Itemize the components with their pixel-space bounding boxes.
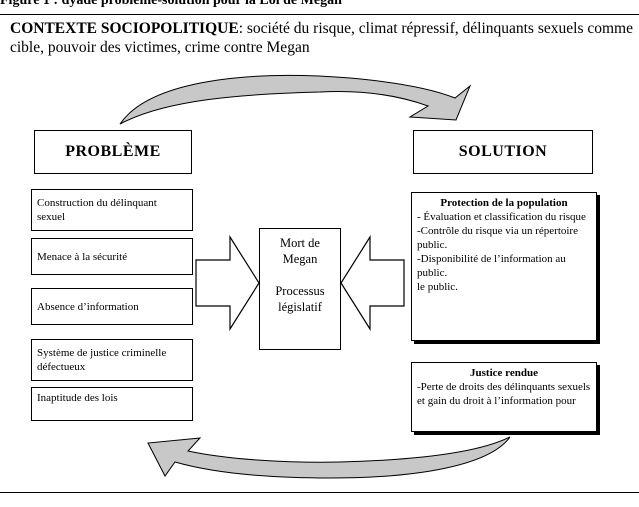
top-rule bbox=[0, 14, 639, 15]
center-line-3: Processus bbox=[275, 284, 325, 298]
protection-line-1: - Évaluation et classification du risque bbox=[417, 211, 586, 223]
context-label: CONTEXTE SOCIOPOLITIQUE bbox=[10, 20, 239, 37]
top-curved-arrow bbox=[119, 75, 472, 125]
center-line-2: Megan bbox=[282, 252, 318, 266]
right-block-arrow bbox=[340, 234, 405, 332]
center-line-4: législatif bbox=[278, 300, 322, 314]
problem-item-absence: Absence d’information bbox=[31, 288, 193, 325]
problem-header: PROBLÈME bbox=[34, 130, 192, 174]
protection-line-2: -Contrôle du risque via un répertoire pu… bbox=[417, 225, 578, 251]
center-box: Mort de Megan Processus législatif bbox=[259, 228, 341, 350]
protection-line-4: le public. bbox=[417, 281, 458, 293]
problem-item-menace: Menace à la sécurité bbox=[31, 238, 193, 275]
bottom-rule bbox=[0, 492, 639, 493]
center-line-1: Mort de bbox=[280, 236, 320, 250]
solution-protection-box: Protection de la population - Évaluation… bbox=[411, 192, 597, 341]
left-block-arrow bbox=[195, 234, 260, 332]
justice-text: -Perte de droits des délinquants sexuels… bbox=[417, 381, 591, 407]
justice-title: Justice rendue bbox=[470, 367, 538, 379]
problem-item-systeme: Système de justice criminelle défectueux bbox=[31, 339, 193, 381]
context-description: : société du risque, climat répressif, d… bbox=[10, 20, 633, 56]
solution-header: SOLUTION bbox=[413, 130, 593, 174]
problem-item-construction: Construction du délinquant sexuel bbox=[31, 189, 193, 231]
bottom-curved-arrow bbox=[147, 436, 511, 479]
protection-line-3: -Disponibilité de l’information au publi… bbox=[417, 253, 566, 279]
solution-justice-box: Justice rendue -Perte de droits des déli… bbox=[411, 362, 597, 432]
figure-title: Figure 1 : dyade problème-solution pour … bbox=[0, 0, 342, 8]
protection-title: Protection de la population bbox=[440, 197, 568, 209]
context-text: CONTEXTE SOCIOPOLITIQUE: société du risq… bbox=[10, 19, 635, 57]
problem-item-inaptitude: Inaptitude des lois bbox=[31, 387, 193, 421]
